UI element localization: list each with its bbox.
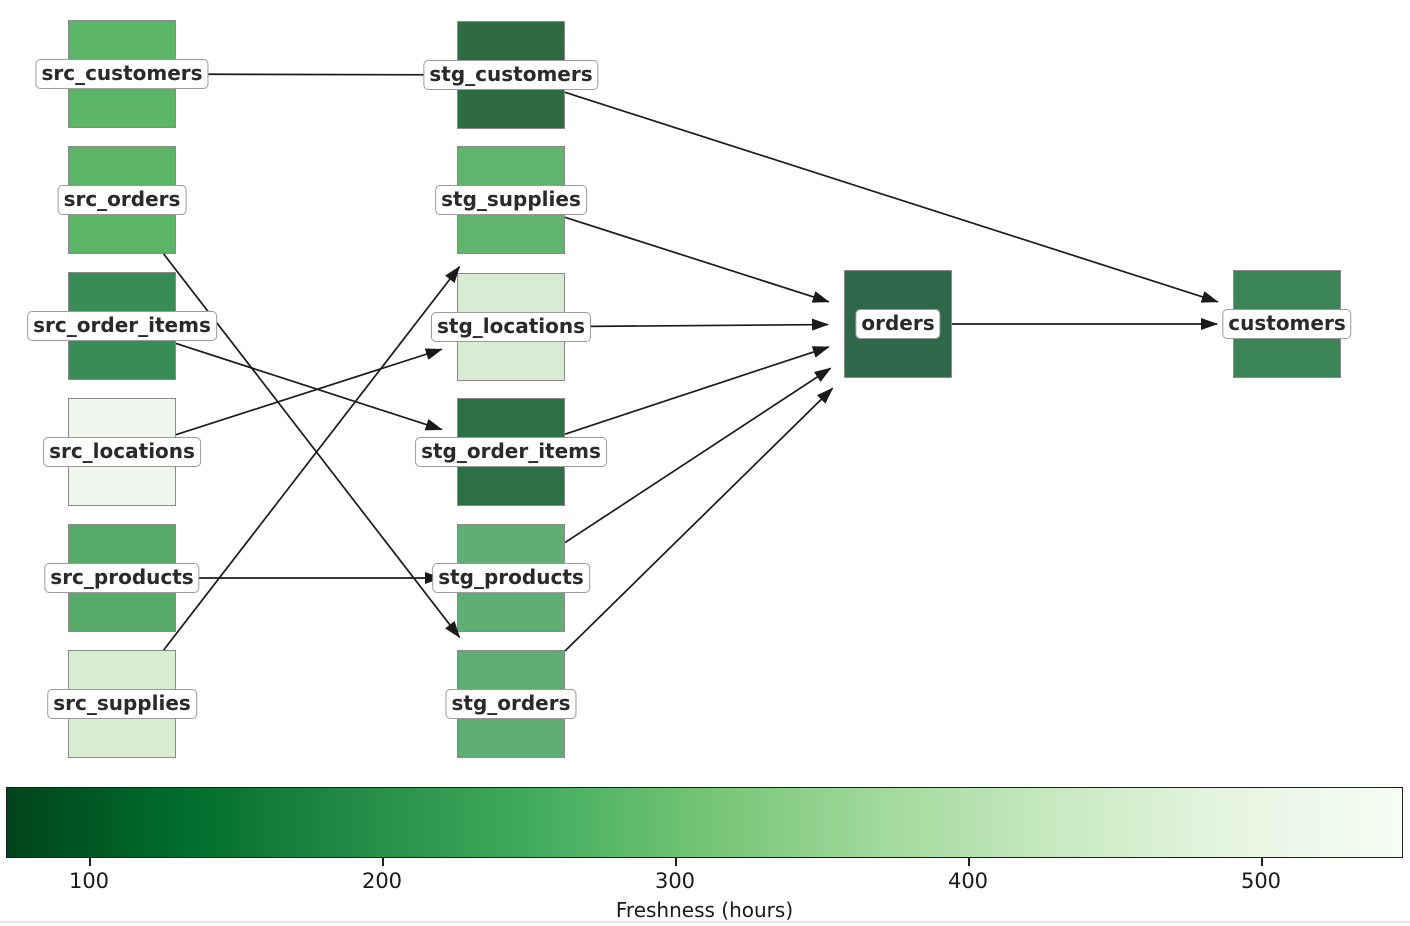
node-label-stg_products: stg_products (432, 563, 590, 593)
node-label-orders: orders (855, 309, 941, 339)
colorbar-axis-label: Freshness (hours) (615, 898, 794, 922)
node-label-src_customers: src_customers (35, 59, 209, 89)
node-label-src_orders: src_orders (57, 185, 187, 215)
colorbar-tick-label-400: 400 (947, 869, 989, 893)
edge-src_customers-stg_customers (175, 68, 443, 81)
colorbar-tick-400 (968, 858, 970, 866)
edge-src_locations-stg_locations (175, 348, 443, 436)
bottom-divider (0, 921, 1410, 923)
colorbar-tick-label-300: 300 (654, 869, 696, 893)
edge-stg_locations-orders (564, 318, 830, 331)
edge-stg_supplies-orders (564, 216, 830, 303)
colorbar-tick-label-200: 200 (361, 869, 403, 893)
node-label-stg_customers: stg_customers (423, 60, 599, 90)
colorbar-tick-label-500: 500 (1240, 869, 1282, 893)
colorbar-tick-300 (675, 858, 677, 866)
edge-stg_customers-customers (564, 91, 1219, 303)
node-label-customers: customers (1222, 309, 1352, 339)
colorbar-gradient (6, 787, 1403, 858)
node-label-src_order_items: src_order_items (27, 311, 217, 341)
node-label-stg_supplies: stg_supplies (435, 185, 587, 215)
edge-stg_products-orders (564, 367, 832, 544)
colorbar-tick-200 (382, 858, 384, 866)
node-label-src_products: src_products (44, 563, 200, 593)
edge-src_supplies-stg_supplies (163, 265, 461, 651)
colorbar-tick-label-100: 100 (68, 869, 110, 893)
node-label-stg_orders: stg_orders (445, 689, 577, 719)
node-label-src_locations: src_locations (43, 437, 201, 467)
colorbar-tick-500 (1261, 858, 1263, 866)
edge-stg_orders-orders (564, 387, 834, 652)
edge-stg_order_items-orders (564, 346, 830, 435)
node-label-src_supplies: src_supplies (47, 689, 197, 719)
node-label-stg_locations: stg_locations (430, 312, 592, 342)
edge-src_order_items-stg_order_items (175, 342, 443, 431)
node-label-stg_order_items: stg_order_items (415, 437, 607, 467)
colorbar-tick-100 (89, 858, 91, 866)
